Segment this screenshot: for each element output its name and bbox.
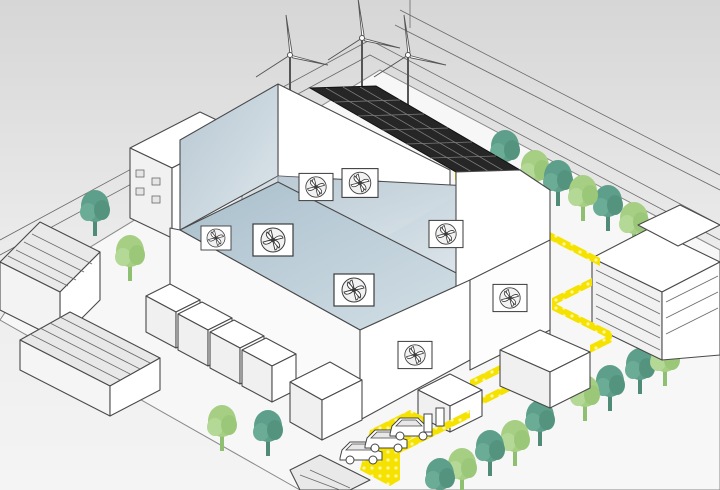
fan-icon: [492, 283, 528, 313]
charger-icon: [423, 413, 433, 433]
fan-icon: [298, 172, 334, 202]
parking-lot: [289, 454, 371, 490]
equipment-boxes: [145, 283, 591, 441]
ev-parking: [339, 407, 470, 486]
fan-icon: [397, 340, 433, 370]
fan-icon: [200, 225, 232, 251]
charger-icon: [435, 407, 445, 427]
fan-icon: [341, 168, 379, 198]
warehouse: [19, 311, 161, 417]
fan-icon: [428, 219, 464, 249]
fan-icon: [252, 223, 294, 257]
fan-icon: [333, 273, 375, 307]
